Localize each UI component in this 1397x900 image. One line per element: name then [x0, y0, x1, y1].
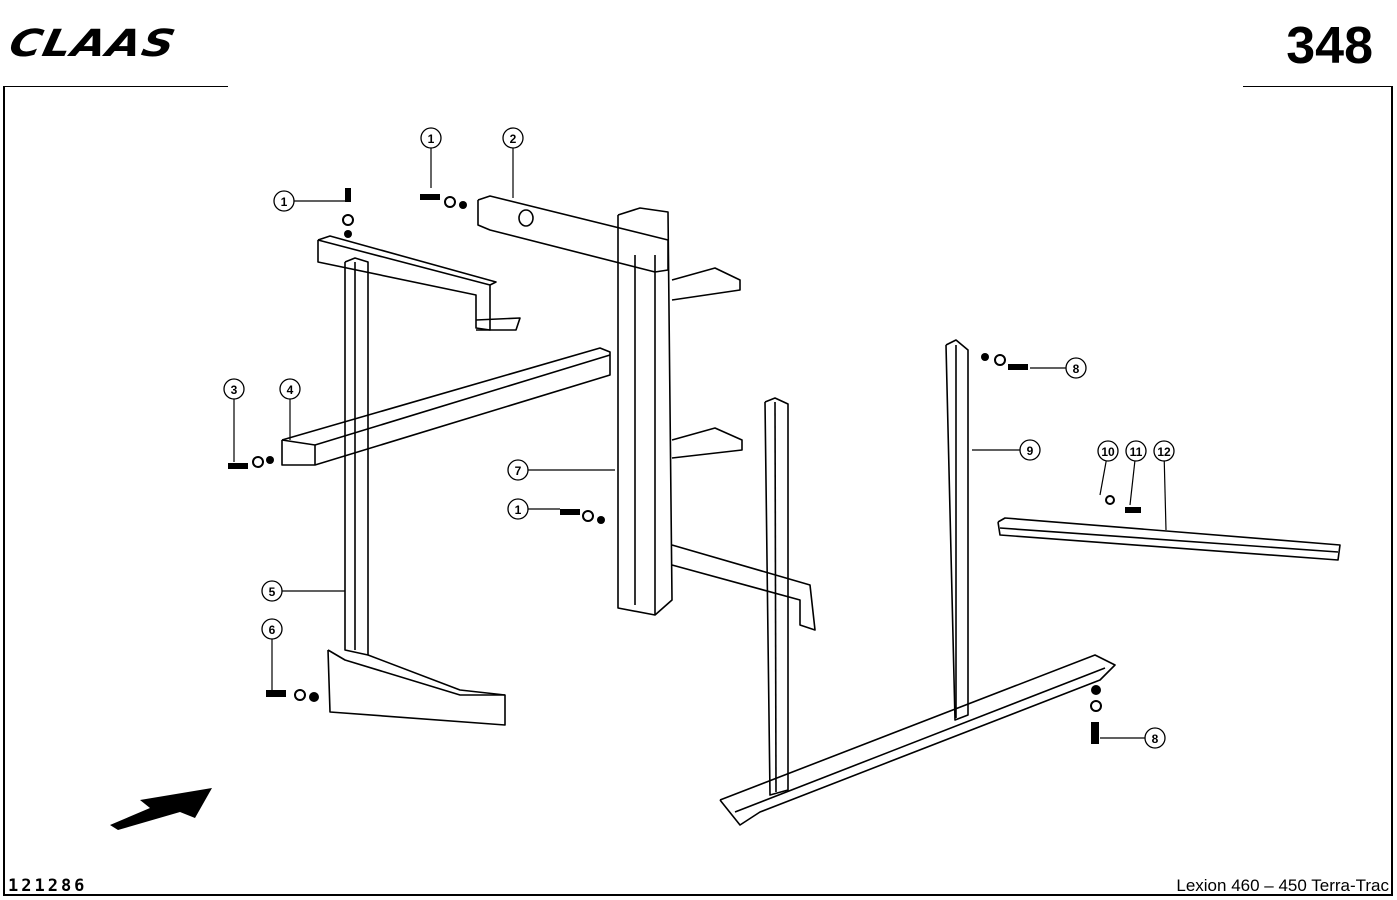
rail-part-12 [997, 517, 1341, 561]
callout-number: 7 [515, 464, 522, 478]
callout-circle [261, 580, 283, 602]
base-rail [719, 654, 1116, 826]
bracket-upper-left [317, 235, 521, 331]
bracket-part-2 [477, 195, 669, 273]
callout-part-12: 12 [1153, 440, 1175, 531]
callout-part-6: 6 [261, 618, 283, 690]
callout-circle [420, 127, 442, 149]
upright-part-7 [617, 207, 816, 631]
page-number: 348 [1286, 17, 1373, 75]
model-name: Lexion 460 – 450 Terra-Trac [1176, 876, 1389, 895]
upright-part-9-left [764, 397, 789, 796]
callout-number: 6 [269, 623, 276, 637]
callout-number: 10 [1101, 445, 1115, 459]
callout-number: 1 [281, 195, 288, 209]
callout-part-2: 2 [502, 127, 524, 198]
leader-line [1129, 460, 1136, 506]
callout-part-7: 7 [507, 459, 615, 481]
callout-circle [279, 378, 301, 400]
fasteners [228, 188, 1141, 744]
callout-circle [261, 618, 283, 640]
callout-circle [1125, 440, 1147, 462]
upright-part-5 [327, 257, 506, 726]
callout-number: 1 [515, 503, 522, 517]
callout-number: 8 [1073, 362, 1080, 376]
callout-number: 3 [231, 383, 238, 397]
callout-circle [1097, 440, 1119, 462]
leader-line [1163, 460, 1167, 531]
callout-number: 1 [428, 132, 435, 146]
callout-part-5: 5 [261, 580, 345, 602]
callout-number: 4 [287, 383, 294, 397]
callout-circle [507, 498, 529, 520]
callout-part-1: 1 [420, 127, 442, 188]
callout-circle [1065, 357, 1087, 379]
callout-circle [223, 378, 245, 400]
callout-part-1: 1 [507, 498, 560, 520]
callout-number: 8 [1152, 732, 1159, 746]
callout-number: 12 [1157, 445, 1171, 459]
callout-part-11: 11 [1125, 440, 1147, 506]
callout-circle [507, 459, 529, 481]
callout-part-8: 8 [1030, 357, 1087, 379]
header-divider-right [1243, 86, 1393, 87]
callout-number: 5 [269, 585, 276, 599]
callout-circle [273, 190, 295, 212]
callout-circle [1153, 440, 1175, 462]
page-frame [3, 86, 1393, 896]
callout-part-3: 3 [223, 378, 245, 462]
callout-part-1: 1 [273, 190, 345, 212]
callout-number: 2 [510, 132, 517, 146]
callout-part-4: 4 [279, 378, 301, 440]
callout-circle [1144, 727, 1166, 749]
callout-number: 11 [1130, 445, 1143, 459]
callout-circle [502, 127, 524, 149]
direction-arrow [110, 788, 212, 830]
callout-part-9: 9 [972, 439, 1041, 461]
document-number: 121286 [8, 876, 88, 896]
callout-circle [1019, 439, 1041, 461]
leader-line [1099, 460, 1107, 496]
callout-part-10: 10 [1097, 440, 1119, 496]
cross-beam-part-4 [281, 347, 611, 466]
header-divider-left [3, 86, 228, 87]
upright-part-9-right [945, 339, 969, 721]
callout-number: 9 [1027, 444, 1034, 458]
callout-part-8: 8 [1100, 727, 1166, 749]
